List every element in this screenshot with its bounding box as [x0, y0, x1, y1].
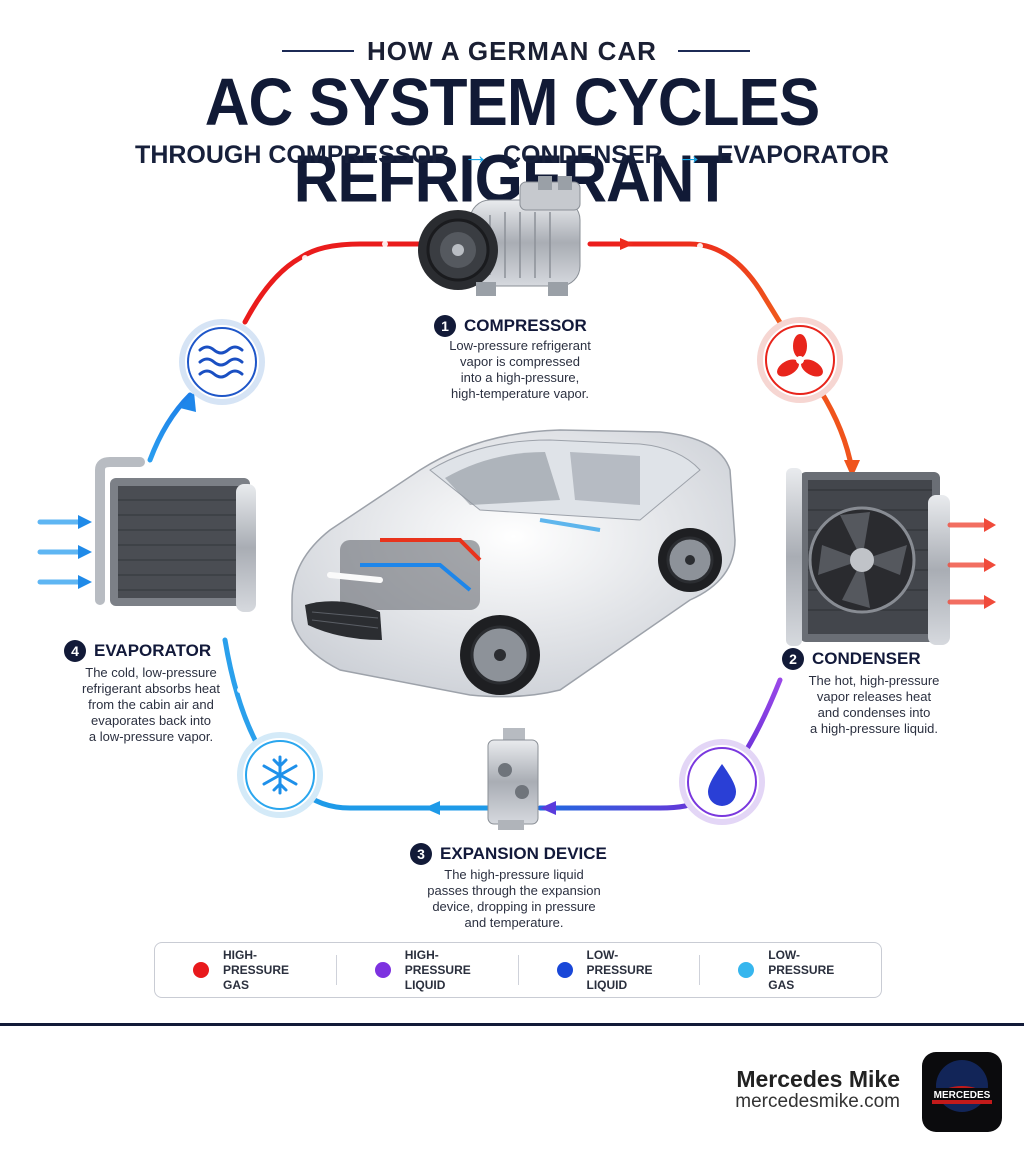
pipe-to-compressor [242, 241, 423, 325]
arrow-left-icon [424, 801, 440, 815]
subtitle-arrow-icon: → [462, 140, 489, 170]
kicker-rule-left [282, 50, 354, 52]
step-title: CONDENSER [812, 649, 921, 668]
evaporator-icon [37, 457, 256, 612]
step-number-badge: 3 [410, 843, 432, 865]
legend-dot [193, 962, 209, 978]
legend-dot [738, 962, 755, 978]
pipe-to-condenser [817, 387, 855, 473]
arrow-right-icon [620, 238, 634, 250]
compressor-icon [418, 176, 581, 296]
subtitle-evaporator: EVAPORATOR [716, 141, 889, 169]
pipe-evaporator-in [222, 637, 258, 743]
airflow-icon [179, 319, 265, 405]
brand-url-link[interactable]: mercedesmike.com [735, 1091, 900, 1112]
fan-icon [757, 317, 843, 403]
step-condenser-heading: 2 CONDENSER [782, 648, 921, 670]
step-condenser-description: The hot, high-pressure vapor releases he… [808, 673, 940, 736]
step-title: EXPANSION DEVICE [440, 844, 607, 863]
subtitle-compressor: THROUGH COMPRESSOR [135, 141, 449, 169]
refrigerant-cycle-diagram [37, 176, 996, 830]
pipe-expansion-out [297, 787, 493, 811]
step-number-badge: 1 [434, 315, 456, 337]
arrow-left-icon [540, 801, 556, 815]
step-title: EVAPORATOR [94, 641, 212, 660]
snowflake-icon [237, 732, 323, 818]
subtitle-arrow-icon: → [676, 140, 703, 170]
kicker-rule-right [678, 50, 750, 52]
brand-name: Mercedes Mike [736, 1066, 900, 1092]
car-icon [291, 429, 736, 698]
step-expansion-heading: 3 EXPANSION DEVICE [410, 843, 607, 865]
brand-logo: MERCEDES [922, 1052, 1002, 1132]
water-drop-icon [679, 739, 765, 825]
kicker-title: HOW A GERMAN CAR [367, 36, 657, 66]
step-expansion-description: The high-pressure liquid passes through … [427, 867, 601, 930]
expansion-valve-icon [487, 728, 539, 830]
step-evaporator-heading: 4 EVAPORATOR [64, 640, 211, 662]
legend-dot [374, 962, 391, 978]
step-compressor-heading: 1 COMPRESSOR [434, 315, 587, 337]
step-number-badge: 2 [782, 648, 804, 670]
step-title: COMPRESSOR [464, 316, 587, 335]
footer-divider [0, 1023, 1024, 1026]
subtitle-condenser: CONDENSER [502, 141, 663, 169]
condenser-icon [786, 468, 996, 646]
pipe-compressor-out [587, 241, 803, 358]
step-number-badge: 4 [64, 640, 86, 662]
arrow-down-icon [844, 460, 860, 478]
pipe-to-expansion [537, 797, 703, 811]
logo-text: MERCEDES [934, 1090, 991, 1101]
legend-dot [556, 962, 573, 978]
subtitle: THROUGH COMPRESSOR → CONDENSER → EVAPORA… [0, 140, 1024, 171]
step-evaporator-description: The cold, low-pressure refrigerant absor… [81, 665, 221, 744]
step-compressor-description: Low-pressure refrigerant vapor is compre… [449, 338, 591, 401]
arrow-up-icon [180, 392, 196, 412]
pipe-evaporator-out [147, 392, 193, 463]
